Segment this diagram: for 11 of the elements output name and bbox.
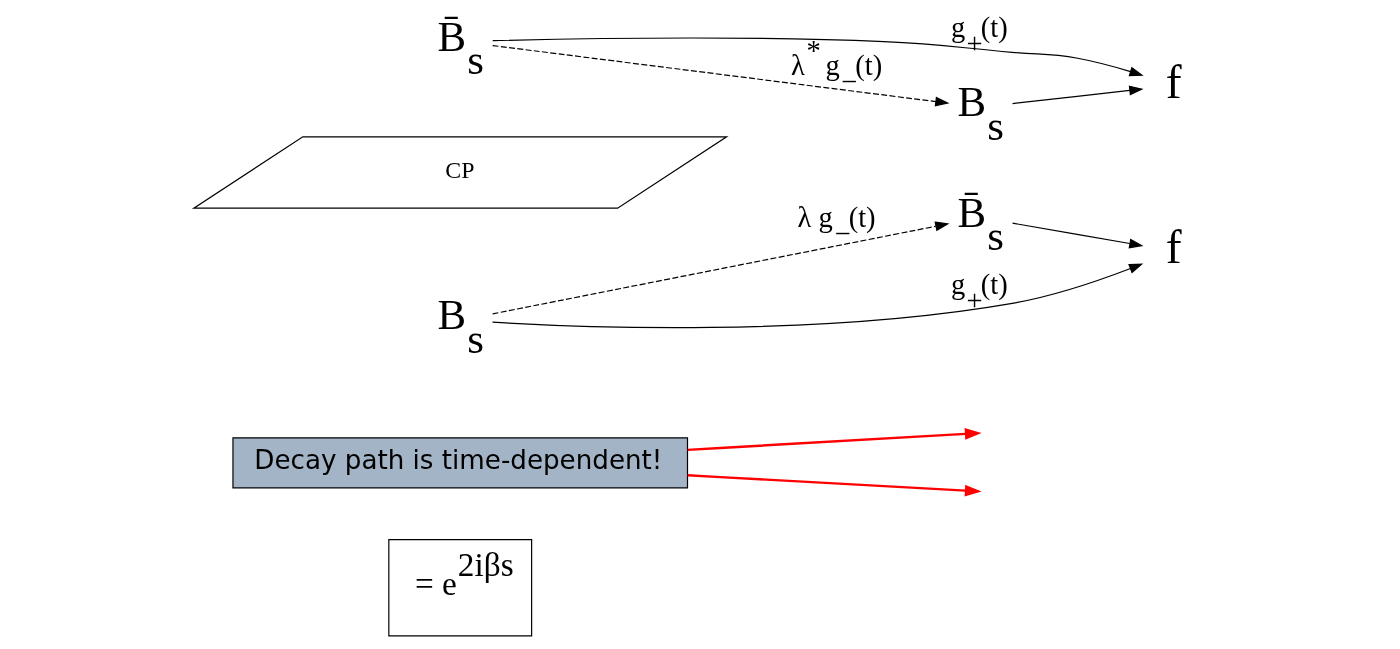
node-box: Decay path is time-dependent! (232, 437, 689, 489)
arrow (492, 44, 950, 107)
arrow (687, 428, 982, 451)
arrow (492, 37, 1144, 77)
node-text: f (1165, 220, 1182, 273)
arrow (492, 221, 950, 315)
arrow (491, 263, 1144, 329)
node-text: f (1165, 55, 1182, 108)
arrow (687, 474, 982, 497)
arrow (1011, 85, 1144, 105)
arrow (1011, 222, 1144, 249)
